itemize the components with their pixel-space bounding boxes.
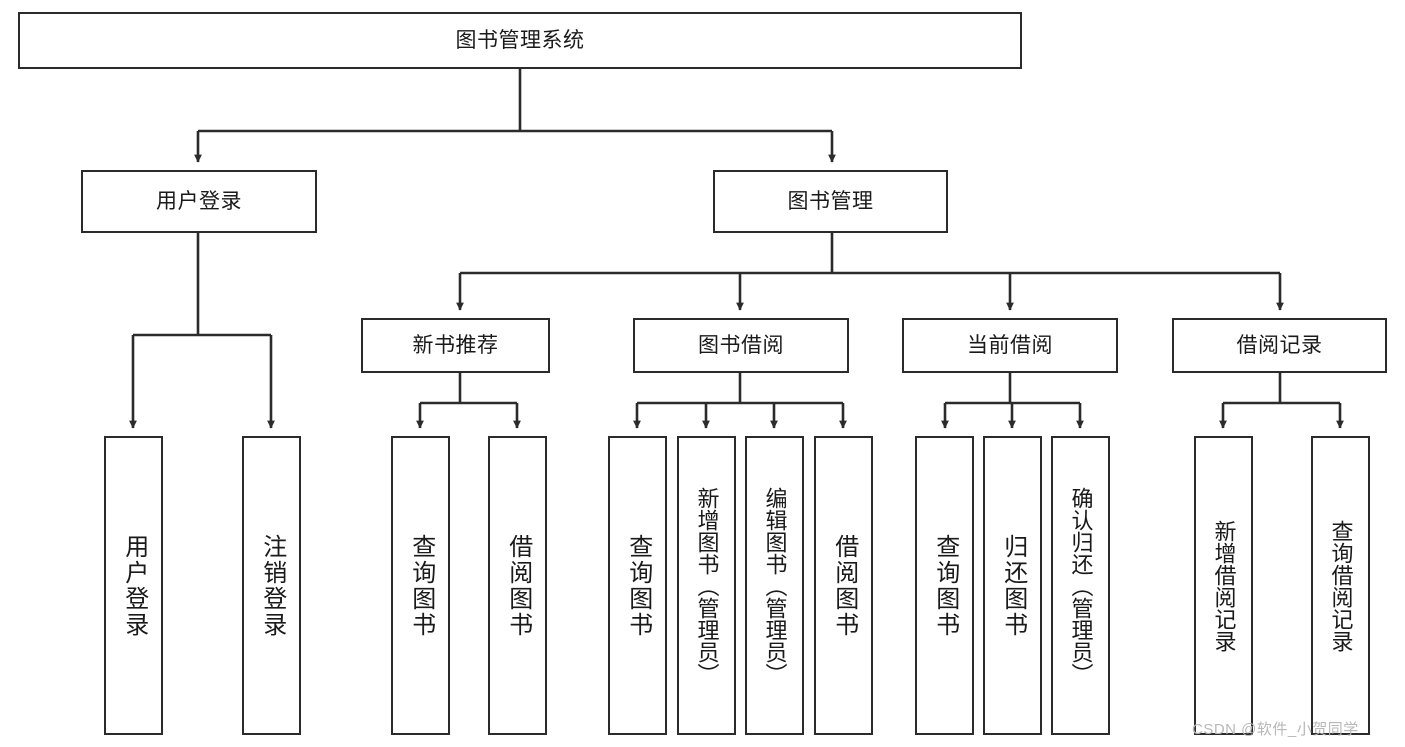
node-borrow-record[interactable]: 借阅记录: [1172, 318, 1387, 373]
node-book-borrow[interactable]: 图书借阅: [633, 318, 849, 373]
leaf-current-borrow-confirm-return-admin[interactable]: 确认归还（管理员）: [1051, 436, 1110, 735]
node-label: 注销登录: [258, 533, 286, 638]
node-book-management[interactable]: 图书管理: [713, 170, 948, 233]
node-label: 新增借阅记录: [1211, 519, 1237, 652]
leaf-book-borrow-borrow-book[interactable]: 借阅图书: [814, 436, 873, 735]
node-label: 归还图书: [999, 533, 1027, 638]
node-label: 新增图书（管理员）: [694, 486, 720, 685]
node-root-book-management-system[interactable]: 图书管理系统: [18, 12, 1022, 69]
leaf-book-borrow-add-book-admin[interactable]: 新增图书（管理员）: [677, 436, 736, 735]
leaf-new-book-borrow-book[interactable]: 借阅图书: [488, 436, 547, 735]
node-label: 编辑图书（管理员）: [762, 486, 788, 685]
node-label: 借阅图书: [504, 533, 532, 638]
leaf-new-book-query-book[interactable]: 查询图书: [391, 436, 450, 735]
node-user-login[interactable]: 用户登录: [81, 170, 317, 233]
leaf-borrow-record-query-record[interactable]: 查询借阅记录: [1311, 436, 1370, 735]
node-label: 借阅图书: [830, 533, 858, 638]
leaf-user-login-logout[interactable]: 注销登录: [242, 436, 301, 735]
node-label: 确认归还（管理员）: [1068, 486, 1094, 685]
node-label: 用户登录: [156, 189, 242, 213]
node-label: 当前借阅: [967, 333, 1053, 357]
node-new-book-recommend[interactable]: 新书推荐: [361, 318, 550, 373]
csdn-watermark: CSDN @软件_小贺同学: [1192, 721, 1359, 738]
node-label: 查询图书: [931, 533, 959, 638]
node-label: 新书推荐: [412, 333, 499, 357]
node-label: 图书借阅: [698, 333, 784, 357]
node-label: 用户登录: [120, 533, 148, 638]
node-label: 借阅记录: [1236, 333, 1323, 357]
node-label: 查询图书: [407, 533, 435, 638]
node-current-borrow[interactable]: 当前借阅: [902, 318, 1118, 373]
node-label: 图书管理: [787, 189, 874, 213]
leaf-current-borrow-query-book[interactable]: 查询图书: [915, 436, 974, 735]
node-label: 图书管理系统: [455, 28, 585, 52]
leaf-book-borrow-edit-book-admin[interactable]: 编辑图书（管理员）: [745, 436, 804, 735]
node-label: 查询图书: [624, 533, 652, 638]
leaf-book-borrow-query-book[interactable]: 查询图书: [608, 436, 667, 735]
node-label: 查询借阅记录: [1328, 519, 1354, 652]
leaf-borrow-record-add-record[interactable]: 新增借阅记录: [1194, 436, 1253, 735]
leaf-current-borrow-return-book[interactable]: 归还图书: [983, 436, 1042, 735]
leaf-user-login-login[interactable]: 用户登录: [104, 436, 163, 735]
